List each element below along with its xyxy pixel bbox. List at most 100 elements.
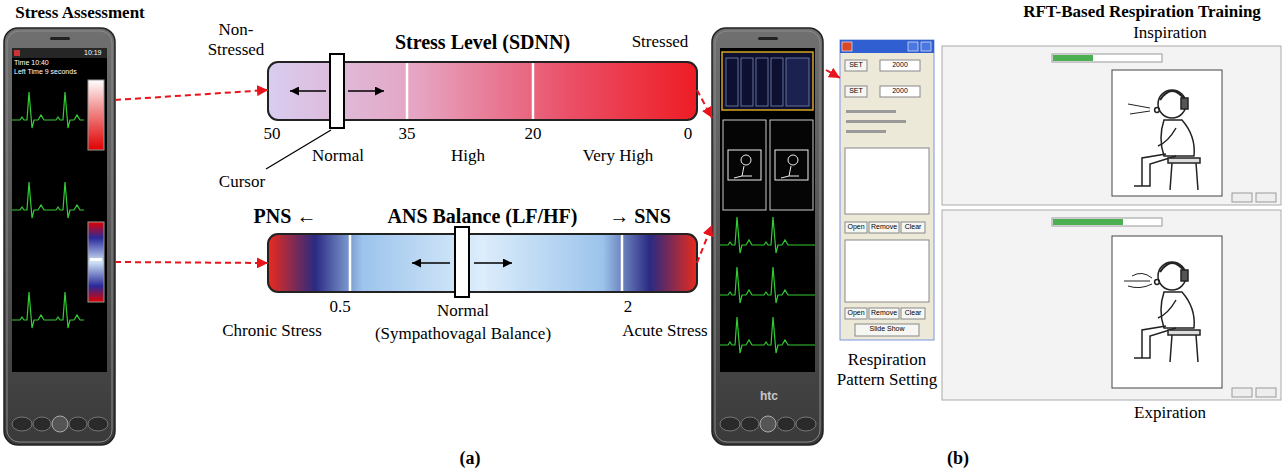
breathing-figure — [1181, 270, 1188, 281]
settings-window-art — [880, 60, 920, 71]
stress-level-bar: Stress Level (SDNN) — [268, 62, 697, 120]
breathing-panel-art — [1112, 236, 1222, 388]
scale-value: 0 — [684, 124, 693, 144]
ecg-trace — [720, 317, 815, 353]
ecg-trace — [720, 217, 815, 253]
settings-window-art — [846, 120, 906, 123]
breathing-figure — [1155, 280, 1160, 285]
settings-window-art — [845, 60, 867, 71]
brand-logo: htc — [760, 390, 778, 404]
button-text: Slide Show — [869, 325, 904, 333]
bar-title: ANS Balance (LF/HF) — [388, 205, 578, 228]
inspiration-panel: Inspiration — [942, 46, 1282, 205]
screenshot-thumbnail — [781, 166, 799, 178]
smartphone: Time 10:40Left Time 9 seconds10:19 — [4, 28, 115, 445]
breathing-figure — [1158, 300, 1176, 318]
dashed-arrow — [115, 262, 268, 263]
phone-gauge — [88, 222, 104, 302]
settings-window-art — [845, 148, 929, 214]
scale-end-label: Non-Stressed — [200, 20, 272, 59]
breathing-figure — [1128, 90, 1200, 190]
stress-gauge — [406, 63, 409, 119]
screenshot-thumbnail — [741, 58, 753, 106]
settings-window-art — [855, 324, 919, 336]
settings-window-art — [901, 308, 925, 319]
zone-label: Acute Stress — [622, 321, 707, 341]
scale-end-label: Stressed — [632, 32, 689, 52]
ans-gauge — [455, 227, 469, 297]
screenshot-thumbnail — [728, 150, 761, 180]
settings-window-art — [840, 40, 934, 340]
settings-window-art — [845, 222, 867, 233]
button-text: Remove — [871, 309, 897, 317]
breathing-figure — [1181, 98, 1188, 109]
scale-value: 0.5 — [329, 297, 350, 317]
breathing-panel-art — [942, 210, 1281, 400]
phone-body — [4, 28, 115, 445]
phone-gauge — [88, 80, 104, 150]
breathing-panel-art — [1052, 218, 1162, 226]
settings-window-art — [869, 308, 899, 319]
scale-value: 2 — [624, 297, 633, 317]
breathing-figure — [1168, 158, 1200, 163]
breathing-panel-art — [1256, 193, 1276, 202]
phone-body — [4, 28, 115, 445]
zone-label: Normal — [312, 146, 364, 166]
phone-body — [14, 50, 20, 56]
axis-end-label: → SNS — [609, 205, 671, 228]
button-text: Clear — [905, 309, 922, 317]
phone-body — [33, 417, 51, 431]
ans-gauge — [349, 235, 352, 291]
breathing-panel-art — [942, 46, 1281, 205]
subfigure-label: (a) — [460, 448, 481, 469]
ans-gauge — [268, 234, 697, 292]
phone-body — [52, 416, 68, 432]
settings-window-art — [840, 40, 934, 53]
breathing-panel-art — [1232, 193, 1252, 202]
screenshot-thumbnail — [770, 120, 813, 210]
ecg-trace — [720, 267, 815, 303]
button-text: Open — [847, 309, 864, 317]
breathing-panel-art — [1232, 388, 1252, 397]
zone-label: Normal — [437, 301, 489, 321]
zone-label: (Sympathovagal Balance) — [375, 324, 551, 344]
panel-caption: Expiration — [1134, 403, 1206, 423]
screenshot-thumbnail — [756, 58, 768, 106]
phone-body — [712, 28, 823, 445]
section-title: Stress Assessment — [15, 3, 145, 23]
button-text: Clear — [905, 223, 922, 231]
zone-label: Very High — [583, 146, 653, 166]
ans-balance-bar: ANS Balance (LF/HF) — [268, 234, 697, 292]
axis-end-label: PNS ← — [254, 205, 317, 228]
breathing-panel-art — [1053, 219, 1123, 225]
smartphone: htc — [712, 28, 826, 445]
ans-gauge — [621, 235, 624, 291]
panel-title: Inspiration — [1133, 23, 1207, 43]
button-text: 2000 — [892, 61, 908, 69]
phone-body — [12, 417, 32, 431]
phone-body — [777, 417, 795, 431]
scale-value: 20 — [525, 124, 542, 144]
phone-body — [50, 37, 70, 40]
button-text: SET — [849, 61, 863, 69]
zone-label: High — [451, 146, 485, 166]
status-clock: 10:19 — [84, 49, 102, 57]
phone-gauge — [88, 80, 104, 302]
ans-gauge — [268, 227, 697, 297]
phone-body — [7, 31, 112, 442]
screenshot-thumbnail — [775, 150, 808, 180]
scale-value: 50 — [264, 124, 281, 144]
breathing-panel-art — [1053, 55, 1093, 61]
screenshot-thumbnail — [771, 58, 783, 106]
settings-window-art — [880, 86, 920, 97]
ecg-trace — [720, 217, 815, 353]
settings-window-art — [845, 308, 867, 319]
ans-gauge — [412, 262, 450, 264]
callout-label: Cursor — [219, 172, 265, 192]
button-text: Remove — [871, 223, 897, 231]
dashed-arrow — [826, 70, 840, 78]
phone-body — [796, 417, 816, 431]
stress-gauge — [348, 90, 384, 92]
